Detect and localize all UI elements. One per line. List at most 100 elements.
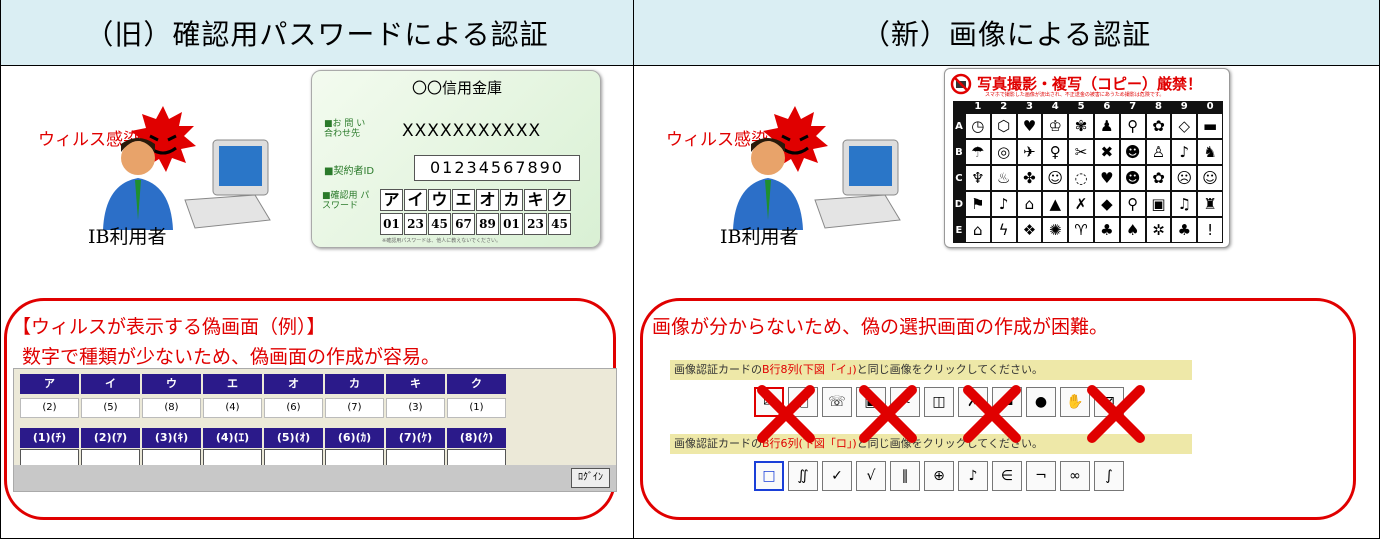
grid-image-icon: ♈ [1069, 218, 1093, 242]
grid-image-icon: ❖ [1017, 218, 1042, 242]
grid-row: E⌂ϟ❖✺♈♣♠✲♣! [953, 217, 1223, 243]
fake-input-row [14, 448, 616, 473]
grid-image-icon: ϟ [991, 218, 1016, 242]
grid-image-icon: ♠ [1120, 218, 1145, 242]
grid-image-icon: ◎ [991, 140, 1016, 164]
image-choice-button[interactable]: ∬ [788, 461, 818, 491]
grid-image-icon: ☺ [1198, 166, 1223, 190]
image-choice-button[interactable]: √ [856, 461, 886, 491]
image-auth-card: 写真撮影・複写（コピー）厳禁！ スマホで撮影した画像が流出され、不正送金の被害に… [944, 68, 1230, 248]
fake-screen-caption: 【ウィルスが表示する偽画面（例）】 [12, 316, 326, 338]
image-choice-button[interactable]: ∈ [992, 461, 1022, 491]
old-method-title: （旧）確認用パスワードによる認証 [85, 17, 549, 51]
user-computer-illustration [103, 138, 271, 230]
contractor-id-value: 01234567890 [414, 155, 580, 181]
grid-row: B☂◎✈♀✂✖☻♙♪♞ [953, 139, 1223, 165]
grid-image-icon: ! [1198, 218, 1223, 242]
image-choice-button[interactable]: ♪ [958, 461, 988, 491]
image-choice-button[interactable]: ⊕ [924, 461, 954, 491]
grid-image-icon: ✤ [1017, 166, 1042, 190]
grid-image-icon: ⚑ [965, 192, 990, 216]
grid-image-icon: ☺ [1043, 166, 1068, 190]
grid-image-icon: ✺ [1043, 218, 1068, 242]
image-choice-button[interactable]: ¬ [1026, 461, 1056, 491]
grid-image-icon: ☻ [1120, 166, 1145, 190]
kana-row: アイウエオカキク [380, 189, 572, 211]
grid-image-icon: ♣ [1094, 218, 1119, 242]
grid-rows: A◷⬡♥♔✾♟⚲✿◇▬B☂◎✈♀✂✖☻♙♪♞C♆♨✤☺◌♥☻✿☹☺D⚑♪⌂▲✗◆… [953, 113, 1223, 243]
grid-image-icon: ⌂ [965, 218, 990, 242]
image-choice-button[interactable]: ∞ [1060, 461, 1090, 491]
grid-image-icon: ▣ [1146, 192, 1171, 216]
cross-mark [757, 385, 815, 443]
grid-image-icon: ☻ [1120, 140, 1145, 164]
grid-row: A◷⬡♥♔✾♟⚲✿◇▬ [953, 113, 1223, 139]
cross-mark [1087, 385, 1145, 443]
virus-infection-label: ウィルス感染 [666, 130, 768, 150]
grid-image-icon: ♀ [1043, 140, 1068, 164]
grid-image-icon: ✾ [1069, 114, 1093, 138]
new-method-header: （新）画像による認証 [634, 0, 1379, 66]
grid-image-icon: ✿ [1146, 114, 1171, 138]
grid-image-icon: ◆ [1094, 192, 1119, 216]
login-button[interactable]: ﾛｸﾞｲﾝ [571, 468, 610, 488]
right-warning-outline [640, 298, 1356, 520]
no-camera-icon [950, 73, 972, 95]
grid-image-icon: ✿ [1146, 166, 1171, 190]
image-choice-button[interactable]: ∫ [1094, 461, 1124, 491]
old-method-header: （旧）確認用パスワードによる認証 [1, 0, 633, 66]
user-computer-illustration [733, 138, 901, 230]
row-label: C [955, 172, 963, 184]
grid-image-icon: ♞ [1198, 140, 1223, 164]
grid-image-icon: ⌂ [1017, 192, 1042, 216]
grid-image-icon: ♆ [965, 166, 990, 190]
row-label: E [955, 224, 963, 236]
image-choice-button[interactable]: ✋ [1060, 387, 1090, 417]
fake-value-row: (2)(5)(8)(4)(6)(7)(3)(1) [14, 394, 616, 418]
grid-row: D⚑♪⌂▲✗◆⚲▣♫♜ [953, 191, 1223, 217]
card-warning-subtitle: スマホで撮影した画像が流出され、不正送金の被害にあうため撮影は危険です。 [985, 92, 1165, 98]
difficulty-caption: 画像が分からないため、偽の選択画面の作成が困難。 [652, 316, 1109, 338]
grid-image-icon: ✗ [1069, 192, 1093, 216]
image-choice-button[interactable]: ◫ [924, 387, 954, 417]
contractor-id-label: ■契約者ID [324, 166, 375, 177]
grid-image-icon: ⬡ [991, 114, 1016, 138]
grid-image-icon: ♨ [991, 166, 1016, 190]
grid-image-icon: ♔ [1043, 114, 1068, 138]
bank-name: 〇〇信用金庫 [411, 79, 502, 97]
fake-pair-row: (1)(ﾁ)(2)(ｱ)(3)(ｷ)(4)(ｴ)(5)(ｵ)(6)(ｶ)(7)(… [14, 418, 616, 448]
image-button-row-2: □∬✓√∥⊕♪∈¬∞∫ [670, 454, 1192, 502]
grid-image-icon: ⚲ [1120, 192, 1145, 216]
card-footnote: ※確認用パスワードは、他人に教えないでください。 [382, 238, 502, 244]
grid-image-icon: ✖ [1094, 140, 1119, 164]
grid-image-icon: ✂ [1069, 140, 1093, 164]
grid-row: C♆♨✤☺◌♥☻✿☹☺ [953, 165, 1223, 191]
image-choice-button[interactable]: ☏ [822, 387, 852, 417]
grid-image-icon: ♥ [1094, 166, 1119, 190]
row-label: A [955, 120, 963, 132]
image-choice-button[interactable]: ✓ [822, 461, 852, 491]
grid-image-icon: ▬ [1198, 114, 1223, 138]
fake-header-row: アイウエオカキク [14, 369, 616, 394]
ib-user-label: IB利用者 [720, 226, 799, 248]
grid-image-icon: ♪ [1172, 140, 1197, 164]
column-divider [633, 0, 634, 539]
fake-screen-reason: 数字で種類が少ないため、偽画面の作成が容易。 [22, 346, 441, 368]
grid-image-icon: ▲ [1043, 192, 1068, 216]
grid-image-icon: ◷ [965, 114, 990, 138]
image-choice-button[interactable]: ● [1026, 387, 1056, 417]
image-choice-button[interactable]: □ [754, 461, 784, 491]
grid-image-icon: ☂ [965, 140, 990, 164]
row-label: D [954, 198, 964, 210]
grid-image-icon: ♜ [1198, 192, 1223, 216]
password-label: ■確認用 パスワード [322, 191, 370, 211]
cross-mark [963, 385, 1021, 443]
instruction-1: 画像認証カードのB行8列(下図「イ」)と同じ画像をクリックしてください。 [670, 360, 1192, 380]
fake-login-screen: アイウエオカキク (2)(5)(8)(4)(6)(7)(3)(1) (1)(ﾁ)… [13, 368, 617, 492]
contact-value: XXXXXXXXXXX [402, 121, 542, 141]
grid-image-icon: ♙ [1146, 140, 1171, 164]
image-choice-button[interactable]: ∥ [890, 461, 920, 491]
